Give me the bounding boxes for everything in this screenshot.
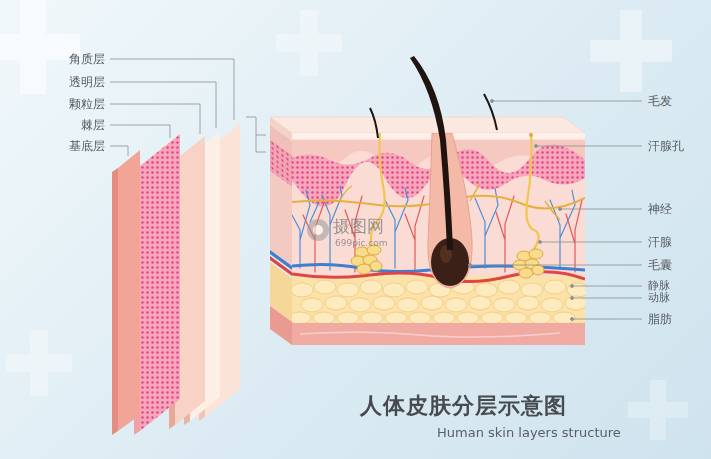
part-label: 动脉 [648,290,670,306]
skin-side-face [270,117,292,345]
watermark: 摄图网 [333,218,384,234]
skin-front-face [292,133,585,345]
skin-top-face [270,117,585,133]
watermark-logo [307,219,329,241]
layer-label: 角质层 [69,51,105,67]
layer-slabs [112,124,240,435]
layer-label: 透明层 [69,74,105,90]
watermark: 699pic.com [335,235,387,251]
diagram-caption: Human skin layers structure [437,425,621,441]
left-leader-lines [110,59,266,156]
part-label: 毛发 [648,93,672,109]
part-label: 汗腺孔 [648,138,684,154]
diagram-title: 人体皮肤分层示意图 [360,392,567,420]
part-label: 毛囊 [648,257,672,273]
right-leader-lines [469,100,643,321]
background-crosses [0,0,688,440]
layer-label: 棘层 [81,117,105,133]
part-label: 汗腺 [648,234,672,250]
part-label: 脂肪 [648,311,672,327]
layer-label: 基底层 [69,138,105,154]
layer-label: 颗粒层 [69,96,105,112]
hairs [370,56,533,250]
part-label: 神经 [648,201,672,217]
